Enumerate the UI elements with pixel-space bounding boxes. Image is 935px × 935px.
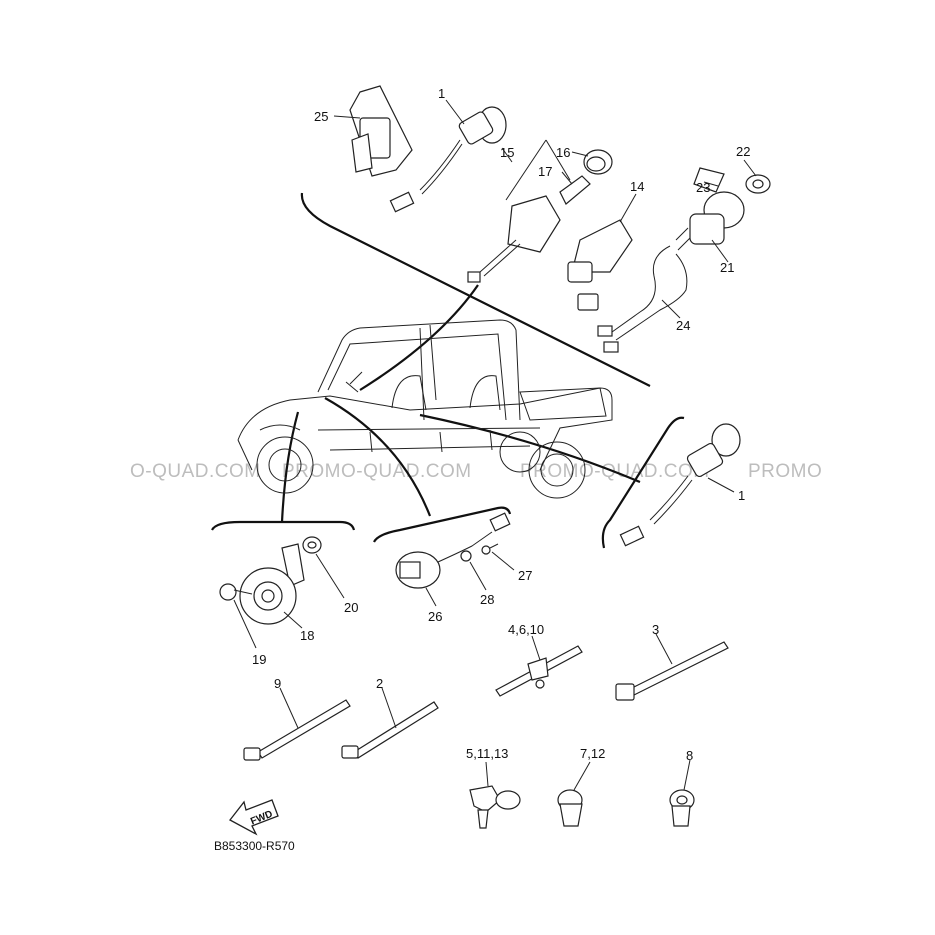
- part-7-12-clip: [557, 789, 583, 827]
- label-4-6-10: 4,6,10: [508, 622, 544, 637]
- label-16: 16: [556, 145, 570, 160]
- socket-group-bracket: [601, 416, 685, 549]
- watermark: O-QUAD.COM PROMO-QUAD.COM PROMO-QUAD.COM…: [130, 461, 822, 482]
- part-9-tie: [243, 699, 351, 761]
- part-2-tie: [341, 701, 439, 759]
- part-15-assembly: [467, 149, 613, 283]
- part-28-washer: [460, 550, 472, 562]
- part-1-socket-top: [389, 106, 507, 213]
- watermark-text-1: O-QUAD.COM: [130, 461, 261, 482]
- part-5-11-13-clip: [469, 785, 521, 829]
- part-22-nut-hole: [752, 179, 764, 189]
- part-labels: 1 25 15 16 17 14 22 23 21 24 1 20 18 19 …: [252, 86, 750, 763]
- label-1-right: 1: [738, 488, 745, 503]
- part-18-horn: [239, 543, 305, 625]
- part-3-tie: [615, 641, 729, 701]
- part-1-socket-right: [619, 423, 741, 547]
- leader-upper: [359, 284, 479, 391]
- label-20: 20: [344, 600, 358, 615]
- part-26-sensor: [395, 512, 511, 589]
- part-4-6-10-clamp: [495, 645, 583, 697]
- label-14: 14: [630, 179, 644, 194]
- label-21: 21: [720, 260, 734, 275]
- label-28: 28: [480, 592, 494, 607]
- part-14-switch: [567, 219, 633, 283]
- watermark-text-4: PROMO: [748, 461, 822, 482]
- label-3: 3: [652, 622, 659, 637]
- leader-sensor: [324, 397, 432, 517]
- upper-group-bracket: [300, 192, 651, 387]
- part-20-nut: [302, 536, 322, 554]
- part-24-wire: [577, 245, 688, 353]
- diagram-code: B853300-R570: [214, 839, 295, 853]
- leader-socket: [419, 413, 641, 484]
- label-7-12: 7,12: [580, 746, 605, 761]
- fwd-arrow: FWD: [229, 799, 279, 836]
- leader-horn: [280, 411, 300, 523]
- label-24: 24: [676, 318, 690, 333]
- label-27: 27: [518, 568, 532, 583]
- label-leaders: [233, 99, 757, 791]
- part-21-main-switch: [675, 191, 745, 251]
- label-15: 15: [500, 145, 514, 160]
- sensor-group-bracket: [373, 506, 512, 543]
- label-1-top: 1: [438, 86, 445, 101]
- label-18: 18: [300, 628, 314, 643]
- label-17: 17: [538, 164, 552, 179]
- label-23: 23: [696, 180, 710, 195]
- label-9: 9: [274, 676, 281, 691]
- label-25: 25: [314, 109, 328, 124]
- label-2: 2: [376, 676, 383, 691]
- part-19-bolt: [219, 583, 253, 601]
- part-8-clip: [669, 789, 695, 827]
- watermark-text-2: PROMO-QUAD.COM: [282, 461, 472, 482]
- horn-group-bracket: [211, 520, 356, 531]
- label-8: 8: [686, 748, 693, 763]
- part-25-bracket: [349, 85, 413, 177]
- label-19: 19: [252, 652, 266, 667]
- label-22: 22: [736, 144, 750, 159]
- label-26: 26: [428, 609, 442, 624]
- part-27-screw: [481, 543, 499, 555]
- label-5-11-13: 5,11,13: [466, 746, 508, 761]
- vehicle-illustration: [237, 319, 613, 499]
